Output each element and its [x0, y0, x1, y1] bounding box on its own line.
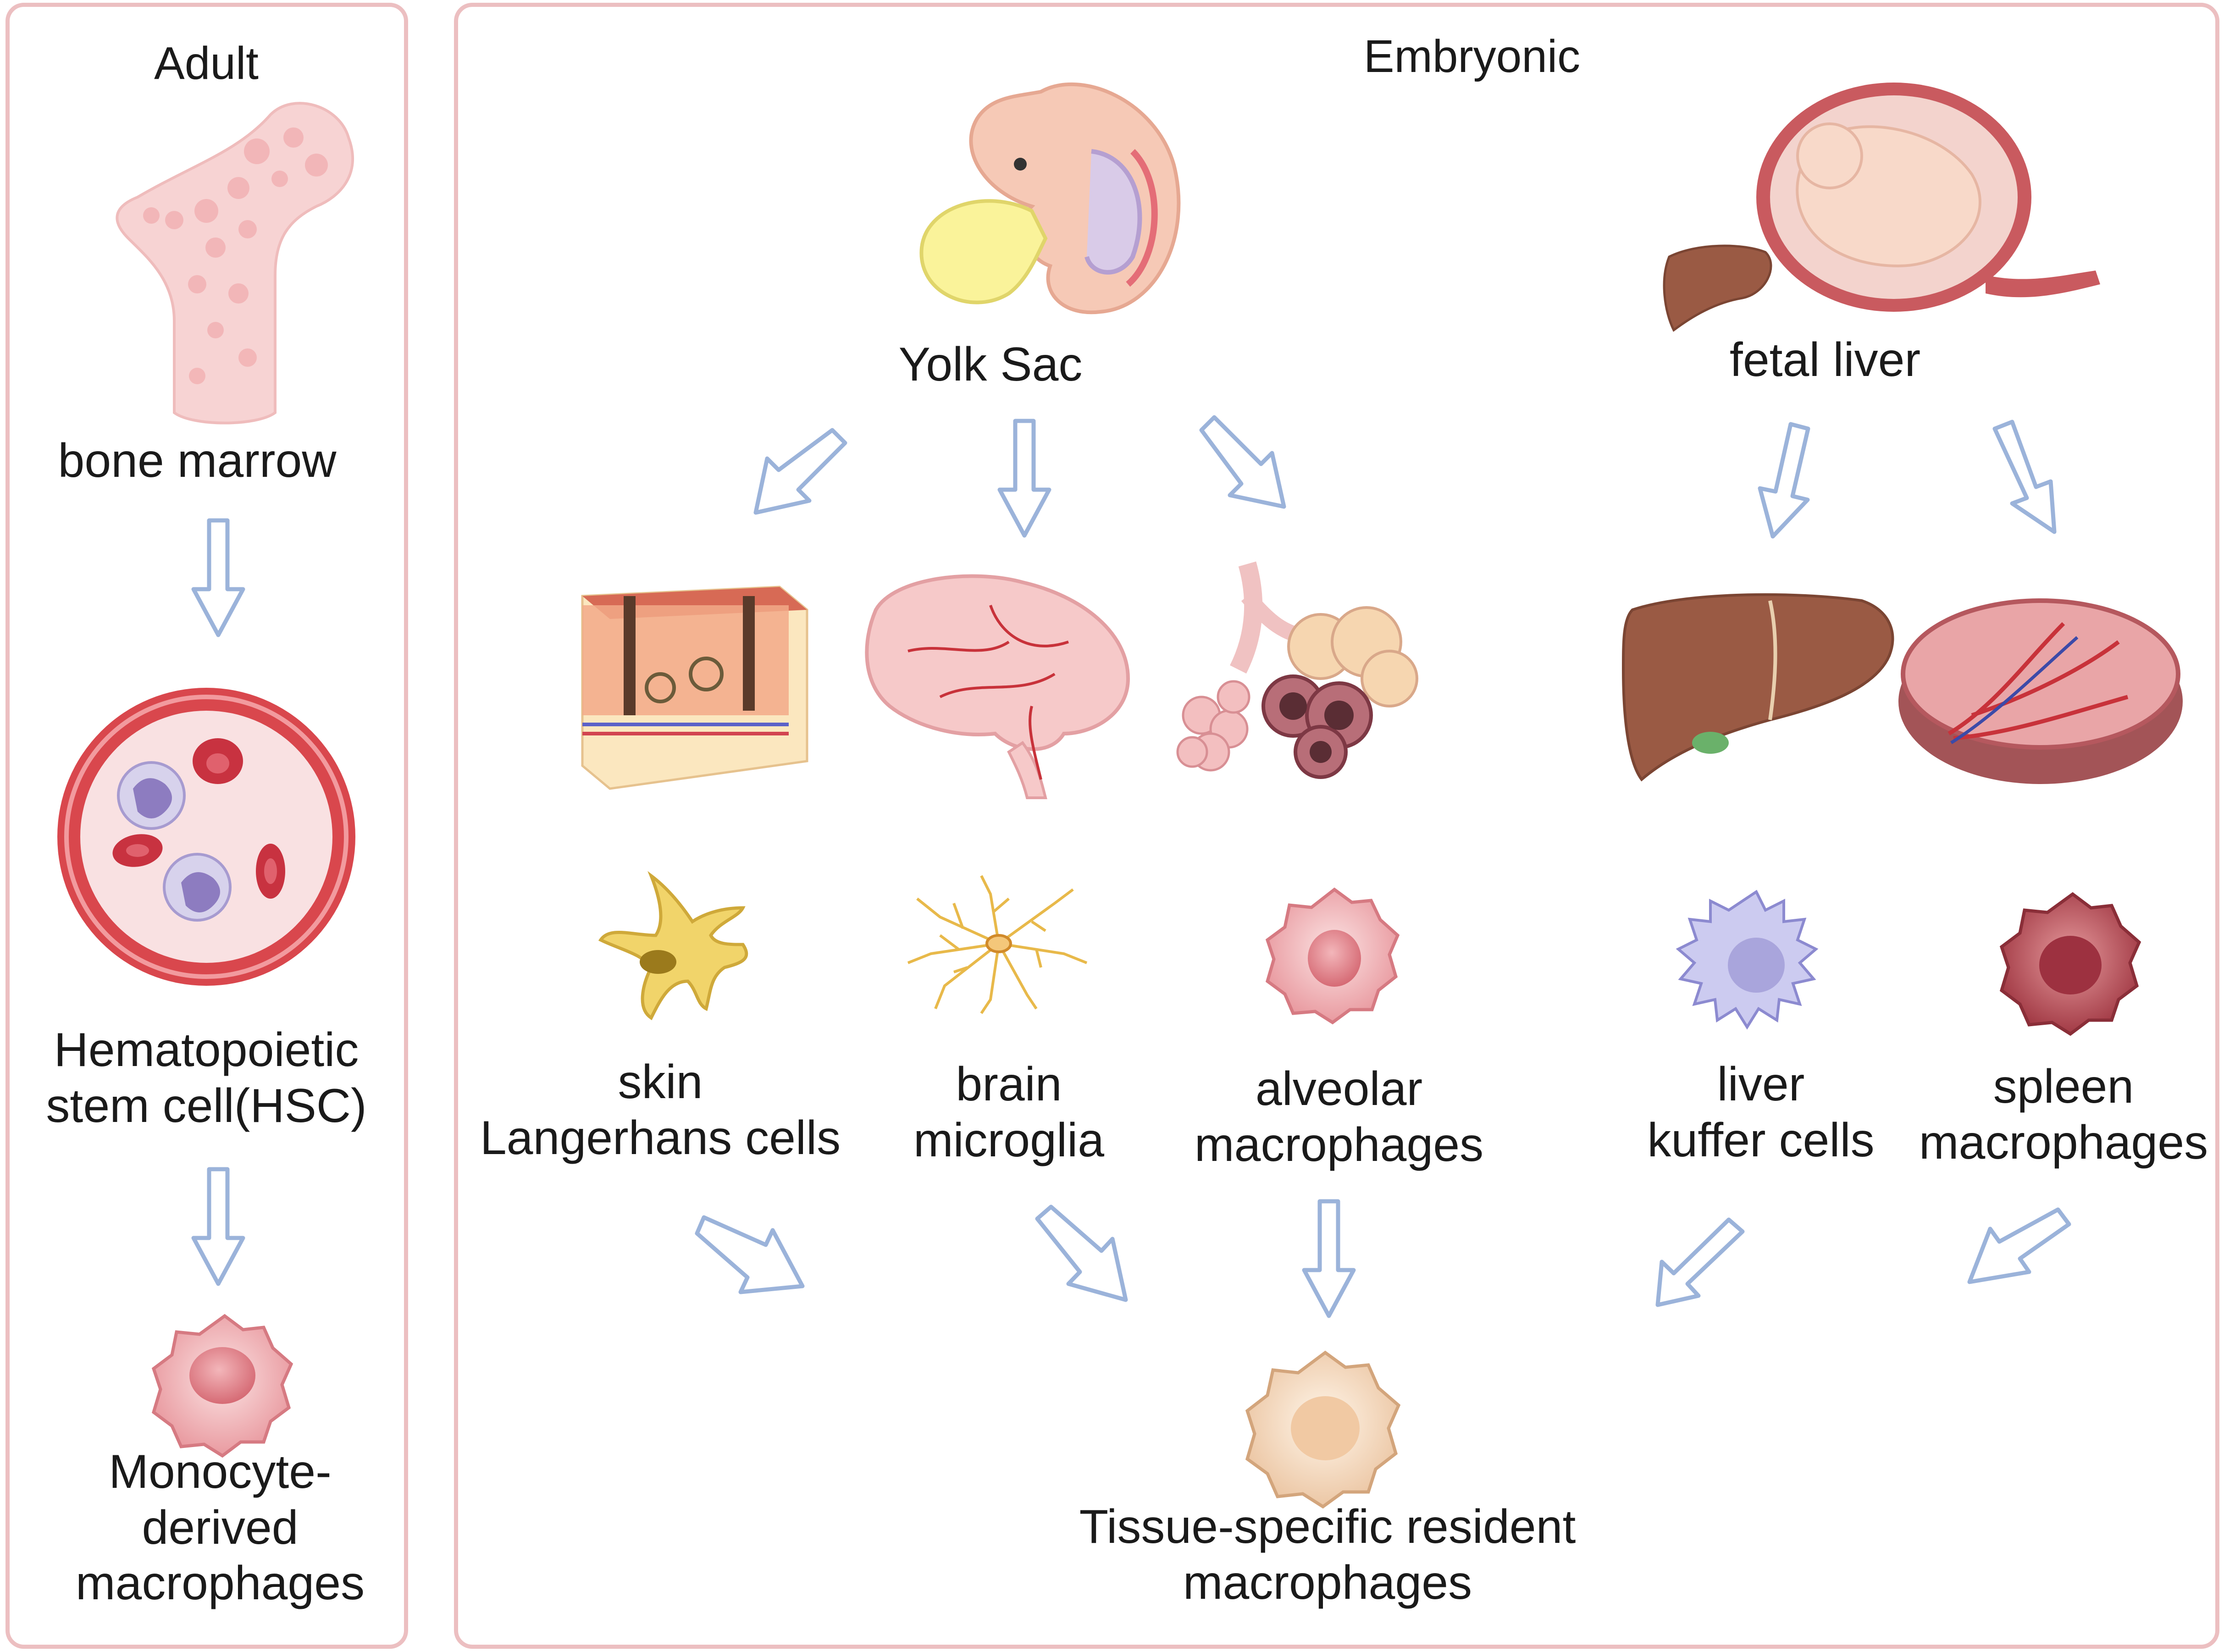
arrow-skin-to-resident: [695, 1215, 805, 1294]
brain-label-line: brain: [956, 1058, 1062, 1111]
kupffer-cell-icon: [1676, 890, 1819, 1030]
bone-marrow-label: bone marrow: [58, 434, 337, 487]
arrow-yolk-to-brain: [997, 419, 1051, 538]
monocyte-label-line: Monocyte-: [109, 1445, 332, 1498]
liver-label-line: liver: [1717, 1058, 1805, 1111]
femur-bone-icon: [116, 102, 354, 425]
liver-icon: [1621, 593, 1894, 782]
brain-microglia-label: brain microglia: [871, 1057, 1146, 1168]
arrow-liver-to-resident: [1655, 1217, 1745, 1307]
blood-vessel-icon: [57, 688, 355, 986]
spleen-macrophages-label: spleen macrophages: [1908, 1059, 2219, 1171]
alveolar-macrophage-icon: [1265, 887, 1400, 1025]
spleen-label-line: spleen: [1993, 1060, 2134, 1113]
liver-kupffer-label: liver kuffer cells: [1623, 1057, 1898, 1168]
arrow-alveolar-to-resident: [1302, 1199, 1356, 1318]
fetus-in-uterus-icon: [1756, 83, 2100, 312]
arrow-fetal-to-liver: [1758, 422, 1810, 539]
resident-label-line: macrophages: [1183, 1556, 1472, 1609]
skin-label-line: Langerhans cells: [480, 1111, 841, 1165]
lung-alveoli-icon: [1176, 561, 1418, 779]
resident-macrophages-label: Tissue-specific resident macrophages: [1036, 1499, 1619, 1611]
macrophage-cell-icon: [151, 1314, 293, 1458]
skin-langerhans-label: skin Langerhans cells: [459, 1055, 862, 1166]
alveolar-label-line: alveolar: [1255, 1062, 1423, 1116]
liver-label-line: kuffer cells: [1647, 1113, 1875, 1167]
arrow-yolk-to-lung: [1199, 415, 1286, 509]
skin-label-line: skin: [618, 1055, 703, 1109]
yolk-sac-label: Yolk Sac: [898, 338, 1083, 391]
skin-tissue-icon: [581, 586, 808, 790]
brain-icon: [865, 574, 1130, 799]
alveolar-macrophages-label: alveolar macrophages: [1156, 1061, 1522, 1173]
resident-label-line: Tissue-specific resident: [1079, 1500, 1576, 1553]
brain-label-line: microglia: [913, 1113, 1105, 1167]
embryo-yolk-sac-icon: [919, 83, 1181, 315]
white-blood-cell-icon: [163, 853, 232, 922]
fetal-liver-label: fetal liver: [1729, 333, 1921, 387]
resident-macrophage-icon: [1245, 1350, 1401, 1509]
white-blood-cell-icon: [117, 761, 186, 830]
alveolar-label-line: macrophages: [1194, 1118, 1484, 1171]
monocyte-label-line: derived: [142, 1501, 299, 1554]
microglia-cell-icon: [907, 875, 1088, 1014]
arrow-fetal-to-spleen: [1992, 420, 2057, 534]
spleen-macrophage-icon: [1999, 892, 2141, 1036]
embryonic-title: Embryonic: [1363, 31, 1581, 82]
arrow-hsc-to-monocyte: [191, 1167, 245, 1286]
langerhans-cell-icon: [598, 871, 748, 1021]
monocyte-label-line: macrophages: [75, 1557, 365, 1610]
arrow-spleen-to-resident: [1967, 1207, 2071, 1284]
adult-title: Adult: [154, 38, 259, 89]
hsc-label: Hematopoietic stem cell(HSC): [18, 1022, 394, 1134]
hsc-label-line: Hematopoietic: [54, 1023, 359, 1077]
hsc-label-line: stem cell(HSC): [46, 1079, 367, 1133]
fetal-liver-icon: [1663, 244, 1772, 332]
arrow-brain-to-resident: [1035, 1204, 1128, 1302]
spleen-icon: [1898, 598, 2183, 784]
arrow-yolk-to-skin: [753, 428, 847, 515]
monocyte-macrophage-label: Monocyte- derived macrophages: [41, 1444, 399, 1612]
arrow-bone-to-hsc: [191, 518, 245, 637]
spleen-label-line: macrophages: [1919, 1116, 2208, 1169]
